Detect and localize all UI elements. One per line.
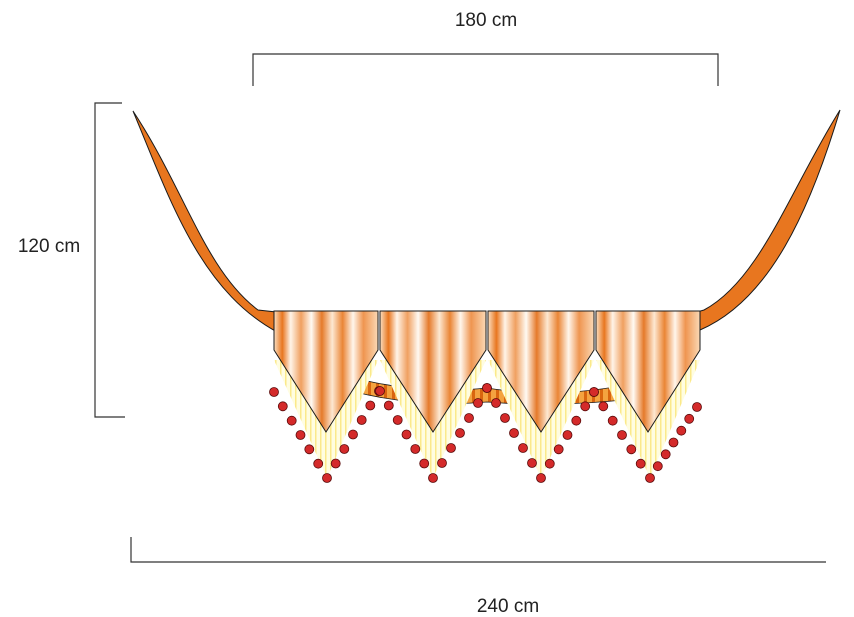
bead-3-7 — [536, 473, 546, 483]
bead-3-10 — [562, 430, 573, 440]
bead-3-6 — [527, 458, 537, 468]
bottom-width-label: 240 cm — [477, 596, 539, 617]
bead-1-3 — [286, 415, 297, 426]
bead-3-1 — [482, 383, 492, 393]
top-width-bracket — [252, 53, 719, 86]
valance-panel-4 — [595, 310, 701, 433]
right-swag — [696, 109, 841, 331]
bead-1-11 — [356, 415, 367, 425]
valance-panel-1 — [273, 310, 379, 433]
bead-4-7 — [645, 473, 655, 483]
bottom-width-dimension: 240 cm — [130, 537, 826, 617]
bead-3-9 — [553, 444, 564, 455]
bead-1-8 — [330, 458, 341, 469]
bead-2-7 — [428, 473, 438, 483]
bead-4-11 — [676, 425, 687, 436]
bead-3-11 — [571, 415, 582, 426]
bead-1-10 — [348, 429, 358, 440]
bead-3-8 — [544, 458, 555, 469]
bead-2-3 — [392, 415, 403, 425]
bead-1-12 — [365, 400, 376, 411]
bead-3-2 — [491, 398, 501, 408]
top-width-dimension: 180 cm — [252, 10, 719, 86]
bead-4-5 — [626, 444, 637, 455]
valance-panels — [273, 310, 701, 433]
bead-4-3 — [607, 415, 618, 426]
bead-2-1 — [375, 386, 385, 396]
bead-trim — [269, 383, 702, 483]
bead-2-6 — [419, 458, 430, 469]
bead-4-6 — [635, 458, 646, 469]
height-dimension: 120 cm — [18, 102, 125, 418]
bead-1-2 — [277, 401, 288, 412]
bead-4-12 — [684, 413, 695, 424]
bead-3-12 — [580, 401, 591, 412]
bead-3-3 — [500, 413, 510, 423]
bead-2-2 — [383, 400, 394, 411]
bead-1-7 — [322, 473, 332, 483]
bead-1-5 — [304, 444, 315, 455]
bead-3-5 — [518, 443, 528, 453]
bottom-width-bracket — [130, 537, 826, 563]
bead-4-10 — [668, 437, 679, 448]
bead-2-10 — [455, 428, 465, 438]
bead-1-1 — [269, 387, 279, 397]
bead-4-1 — [589, 387, 599, 397]
bead-2-8 — [437, 458, 447, 468]
bead-2-5 — [410, 444, 421, 454]
valance-panel-3 — [487, 310, 595, 433]
height-bracket — [94, 102, 125, 418]
bead-4-4 — [617, 430, 627, 440]
bead-2-11 — [464, 413, 474, 423]
bead-1-6 — [313, 458, 324, 469]
left-swag — [132, 110, 278, 333]
bead-3-4 — [509, 428, 519, 438]
bead-1-4 — [295, 430, 306, 440]
bead-1-9 — [339, 444, 350, 454]
bead-2-4 — [401, 429, 412, 440]
bead-4-2 — [598, 401, 609, 412]
bead-4-8 — [652, 461, 663, 472]
top-width-label: 180 cm — [455, 10, 517, 31]
bead-4-9 — [660, 449, 671, 460]
valance-panel-2 — [379, 310, 487, 433]
bead-2-9 — [446, 443, 456, 453]
bead-2-12 — [473, 398, 483, 408]
bead-4-13 — [692, 402, 702, 412]
height-label: 120 cm — [18, 236, 80, 257]
